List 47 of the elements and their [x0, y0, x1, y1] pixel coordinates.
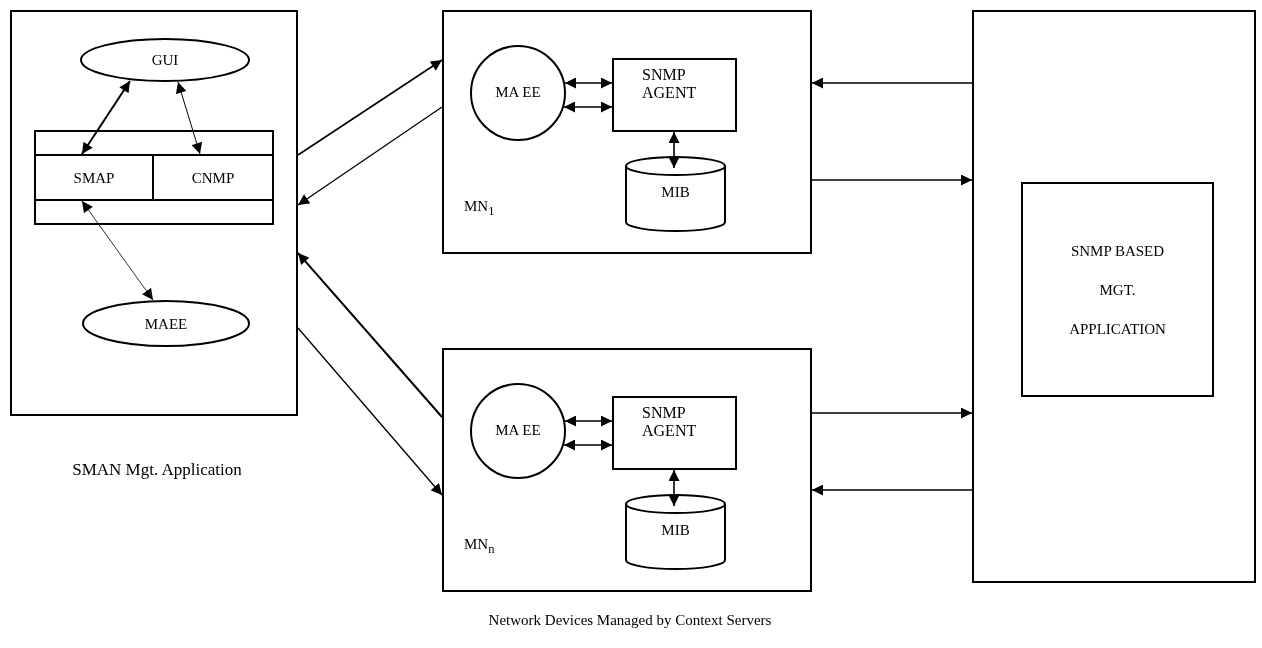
arrow	[297, 252, 443, 418]
arrow	[811, 407, 973, 419]
node-label: GUI	[150, 51, 180, 69]
arrow	[668, 469, 680, 507]
caption: Network Devices Managed by Context Servers	[487, 611, 773, 629]
node-label: SNMP AGENT	[642, 404, 698, 440]
agent-box	[612, 58, 737, 132]
node-label: MA EE	[494, 420, 542, 439]
arrow	[564, 415, 613, 427]
node-label: MIB	[660, 183, 691, 201]
module-box	[152, 154, 274, 201]
arrow	[175, 81, 203, 155]
arrow	[297, 106, 443, 206]
module-box	[34, 154, 154, 201]
arrow	[811, 77, 973, 89]
managed-node-box	[442, 348, 812, 592]
database-cylinder	[625, 495, 726, 570]
managed-node-box	[442, 10, 812, 254]
arrow	[811, 174, 973, 186]
node-label: MA EE	[494, 82, 542, 101]
arrow	[811, 484, 973, 496]
agent-ellipse	[82, 300, 250, 347]
arrow	[297, 327, 443, 496]
node-label: CNMP	[190, 168, 236, 187]
agent-circle	[470, 45, 566, 141]
agent-box	[612, 396, 737, 470]
module-stack-box	[34, 130, 274, 225]
arrow	[563, 439, 613, 451]
node-label: MN$_{n}$	[464, 535, 496, 557]
arrow	[564, 77, 613, 89]
arrow	[297, 59, 443, 156]
database-cylinder	[625, 157, 726, 232]
node-label: SNMP AGENT	[642, 66, 698, 102]
arrow	[563, 101, 613, 113]
system-box	[972, 10, 1256, 583]
arrow	[81, 80, 131, 155]
node-label: MAEE	[143, 314, 189, 333]
node-label: MIB	[660, 521, 691, 539]
agent-circle	[470, 383, 566, 479]
node-label: SNMP BASED MGT. APPLICATION	[1069, 241, 1166, 338]
application-box	[1021, 182, 1214, 397]
node-label: SMAP	[72, 168, 116, 187]
arrow	[668, 131, 680, 169]
arrow	[81, 200, 154, 301]
gui-ellipse	[80, 38, 250, 82]
caption-label: SMAN Mgt. Application	[71, 460, 243, 481]
node-label: MN$_{1}$	[464, 197, 496, 219]
